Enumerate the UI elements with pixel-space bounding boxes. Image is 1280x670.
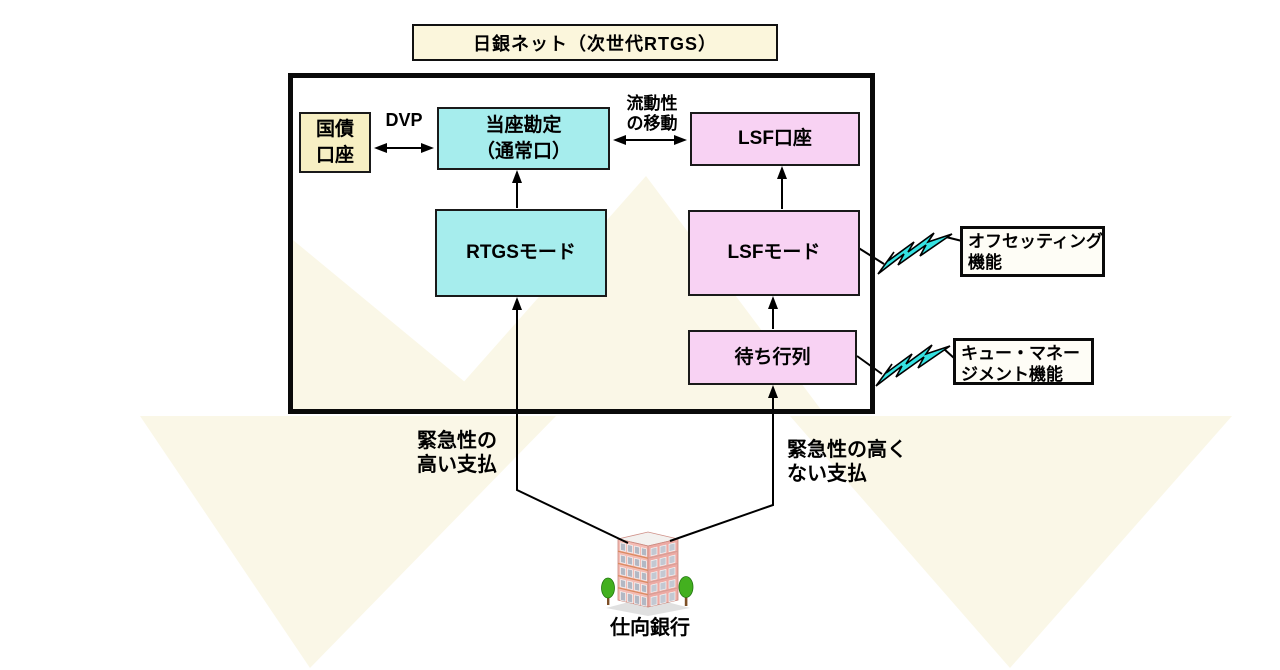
queue-mgmt-line2: ジメント機能 <box>961 365 1063 385</box>
queue-label: 待ち行列 <box>734 346 811 368</box>
lsf-mode-label: LSFモード <box>727 242 821 264</box>
rtgs-mode-box: RTGSモード <box>435 209 607 297</box>
lsfmode-to-lsfaccount-arrow <box>777 166 787 209</box>
queue-mgmt-line1: キュー・マネー <box>961 344 1080 363</box>
lsf-mode-box: LSFモード <box>688 210 860 296</box>
urgent-payment-label: 緊急性の 高い支払 <box>417 429 497 477</box>
bond-account-line2: 口座 <box>315 144 354 166</box>
non-urgent-payment-arrow <box>669 385 778 542</box>
non-urgent-line1: 緊急性の高く <box>787 439 907 461</box>
current-account-box: 当座勘定 （通常口） <box>437 107 610 170</box>
rtgs-to-current-arrow <box>512 170 522 208</box>
queue-box: 待ち行列 <box>688 330 857 385</box>
liquidity-arrow <box>613 135 687 145</box>
urgent-payment-arrow <box>512 297 629 544</box>
bond-account-box: 国債 口座 <box>299 112 371 173</box>
lsf-account-box: LSF口座 <box>690 112 860 166</box>
dvp-arrow <box>374 143 434 153</box>
current-account-line1: 当座勘定 <box>485 115 562 137</box>
non-urgent-line2: ない支払 <box>787 463 867 485</box>
dvp-label: DVP <box>385 110 423 130</box>
liquidity-transfer-label: 流動性 の移動 <box>614 94 690 135</box>
sending-bank-label: 仕向銀行 <box>610 617 690 639</box>
liquidity-line1: 流動性 <box>626 94 678 113</box>
bond-account-line1: 国債 <box>315 119 354 141</box>
offsetting-callout: オフセッティング 機能 <box>960 226 1105 277</box>
boj-net-frame <box>288 73 875 414</box>
offsetting-line1: オフセッティング <box>968 232 1103 251</box>
queue-to-lsfmode-arrow <box>768 296 778 329</box>
queue-management-lightning-icon <box>856 344 955 387</box>
queue-management-callout: キュー・マネー ジメント機能 <box>953 338 1094 385</box>
diagram-title: 日銀ネット（次世代RTGS） <box>412 24 778 61</box>
bank-building-icon <box>601 531 694 616</box>
urgent-line1: 緊急性の <box>417 430 497 452</box>
rtgs-mode-label: RTGSモード <box>466 242 576 264</box>
diagram-arrows <box>374 135 787 544</box>
lsf-account-label: LSF口座 <box>738 128 812 150</box>
offsetting-line2: 機能 <box>968 253 1002 273</box>
liquidity-line2: の移動 <box>626 114 678 134</box>
urgent-line2: 高い支払 <box>417 454 497 476</box>
current-account-line2: （通常口） <box>475 140 571 162</box>
non-urgent-payment-label: 緊急性の高く ない支払 <box>787 438 907 486</box>
tree-icon <box>601 576 694 606</box>
